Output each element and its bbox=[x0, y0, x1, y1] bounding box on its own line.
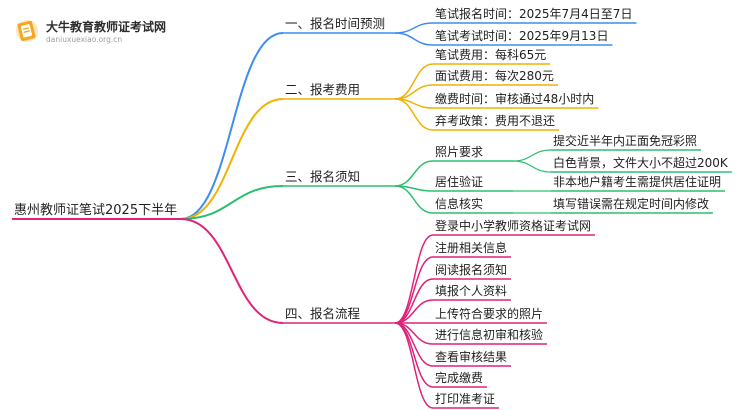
branch-3-item: 照片要求 bbox=[433, 145, 513, 162]
branch-4: 四、报名流程 bbox=[283, 306, 395, 324]
branch-4-item-label: 上传符合要求的照片 bbox=[435, 306, 543, 321]
branch-4-item: 填报个人资料 bbox=[433, 283, 512, 301]
branch-3-subitem-label: 非本地户籍考生需提供居住证明 bbox=[553, 174, 721, 189]
branch-4-item: 注册相关信息 bbox=[433, 240, 512, 258]
branch-2-item: 弃考政策：费用不退还 bbox=[433, 113, 560, 131]
branch-4-item-label: 登录中小学教师资格证考试网 bbox=[435, 218, 591, 233]
branch-4-item-label: 进行信息初审和核验 bbox=[435, 327, 543, 342]
branch-3-subitem: 提交近半年内正面免冠彩照 bbox=[551, 133, 702, 151]
branch-4-item-label: 阅读报名须知 bbox=[435, 262, 507, 277]
branch-1-item: 笔试报名时间：2025年7月4日至7日 bbox=[433, 6, 637, 24]
branch-4-item: 完成缴费 bbox=[433, 370, 488, 388]
book-icon bbox=[16, 20, 38, 42]
branch-3-item-label: 居住验证 bbox=[435, 174, 483, 189]
branch-4-item: 打印准考证 bbox=[433, 392, 500, 409]
root-label: 惠州教师证笔试2025下半年 bbox=[14, 202, 177, 218]
branch-4-item-label: 填报个人资料 bbox=[435, 283, 507, 298]
branch-1-item-label: 笔试报名时间：2025年7月4日至7日 bbox=[435, 6, 632, 21]
branch-2: 二、报考费用 bbox=[283, 82, 395, 100]
branch-1: 一、报名时间预测 bbox=[283, 16, 395, 34]
branch-4-item-label: 打印准考证 bbox=[435, 392, 495, 406]
branch-3-item: 信息核实 bbox=[433, 196, 513, 214]
branch-1-item: 笔试考试时间：2025年9月13日 bbox=[433, 28, 613, 46]
branch-4-item-label: 注册相关信息 bbox=[435, 240, 507, 255]
branch-3-label: 三、报名须知 bbox=[285, 169, 360, 184]
branch-3-subitem: 非本地户籍考生需提供居住证明 bbox=[551, 174, 726, 192]
branch-3-item-label: 照片要求 bbox=[435, 145, 483, 159]
branch-4-item: 查看审核结果 bbox=[433, 349, 512, 367]
branch-4-item-label: 查看审核结果 bbox=[435, 349, 507, 364]
logo-url: daniuxuexiao.org.cn bbox=[46, 35, 122, 44]
logo-title: 大牛教育教师证考试网 bbox=[46, 19, 166, 34]
branch-3-subitem: 填写错误需在规定时间内修改 bbox=[551, 196, 714, 214]
branch-3-subitem: 白色背景，文件大小不超过200K bbox=[551, 155, 732, 173]
branch-4-item: 登录中小学教师资格证考试网 bbox=[433, 218, 596, 236]
branch-2-label: 二、报考费用 bbox=[285, 82, 360, 97]
branch-4-item-label: 完成缴费 bbox=[435, 370, 483, 385]
branch-2-item: 笔试费用：每科65元 bbox=[433, 47, 551, 65]
branch-3-subitem-label: 填写错误需在规定时间内修改 bbox=[553, 196, 709, 211]
branch-1-item-label: 笔试考试时间：2025年9月13日 bbox=[435, 28, 608, 43]
root-node: 惠州教师证笔试2025下半年 bbox=[12, 202, 181, 220]
branch-1-label: 一、报名时间预测 bbox=[285, 16, 385, 31]
branch-3-item-label: 信息核实 bbox=[435, 196, 483, 211]
branch-3: 三、报名须知 bbox=[283, 169, 395, 187]
branch-3-subitem-label: 白色背景，文件大小不超过200K bbox=[553, 155, 729, 170]
site-logo: 大牛教育教师证考试网 daniuxuexiao.org.cn bbox=[16, 19, 166, 44]
branch-2-item-label: 弃考政策：费用不退还 bbox=[435, 113, 555, 128]
branch-4-item: 阅读报名须知 bbox=[433, 262, 512, 280]
branch-4-label: 四、报名流程 bbox=[285, 306, 361, 321]
branch-2-item-label: 笔试费用：每科65元 bbox=[435, 47, 546, 62]
branch-4-item: 上传符合要求的照片 bbox=[433, 306, 548, 324]
branch-2-item-label: 面试费用：每次280元 bbox=[435, 68, 554, 83]
branch-3-subitem-label: 提交近半年内正面免冠彩照 bbox=[553, 133, 697, 148]
branch-2-item: 缴费时间：审核通过48小时内 bbox=[433, 91, 599, 109]
branch-2-item-label: 缴费时间：审核通过48小时内 bbox=[435, 91, 594, 106]
branch-3-item: 居住验证 bbox=[433, 174, 513, 192]
branch-2-item: 面试费用：每次280元 bbox=[433, 68, 558, 86]
branch-4-item: 进行信息初审和核验 bbox=[433, 327, 548, 345]
